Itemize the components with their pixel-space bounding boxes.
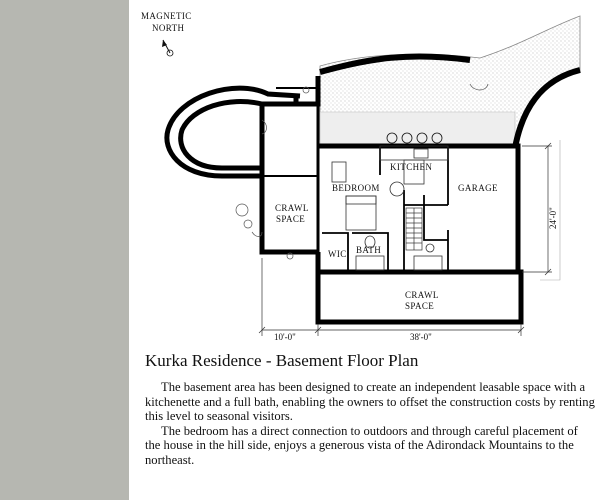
room-label-garage: GARAGE xyxy=(458,183,498,193)
room-label-crawl-bottom-2: SPACE xyxy=(405,301,434,311)
room-label-crawl-left-2: SPACE xyxy=(276,214,305,224)
sidebar-panel xyxy=(0,0,129,500)
room-label-bedroom: BEDROOM xyxy=(332,183,380,193)
compass-arrow-icon xyxy=(162,39,174,57)
compass-label-1: MAGNETIC xyxy=(141,11,192,21)
interior-walls xyxy=(322,146,449,272)
terrain-contour xyxy=(540,140,561,281)
dimension-lines xyxy=(258,142,552,336)
crawl-space-left-walls xyxy=(259,76,321,255)
room-label-crawl-bottom-1: CRAWL xyxy=(405,290,439,300)
bed-furniture xyxy=(331,161,377,231)
description: The basement area has been designed to c… xyxy=(145,380,595,468)
curved-wall xyxy=(164,85,301,179)
description-paragraph: The bedroom has a direct connection to o… xyxy=(145,423,578,467)
dimension-main: 38'-0" xyxy=(410,332,432,342)
kitchen-fixtures xyxy=(379,132,449,197)
dimension-left: 10'-0" xyxy=(274,332,296,342)
room-label-wic: WIC xyxy=(328,249,347,259)
page-title: Kurka Residence - Basement Floor Plan xyxy=(145,351,419,370)
stairs xyxy=(405,207,423,251)
room-label-kitchen: KITCHEN xyxy=(390,162,432,172)
exterior-features xyxy=(235,83,489,260)
dimension-height: 24'-0" xyxy=(548,207,558,229)
compass-label-2: NORTH xyxy=(152,23,185,33)
bath-fixtures xyxy=(355,235,443,271)
retaining-wall xyxy=(319,53,581,149)
floor-plan: MAGNETIC NORTH xyxy=(141,11,581,342)
room-label-crawl-left-1: CRAWL xyxy=(275,203,309,213)
description-paragraph: The basement area has been designed to c… xyxy=(145,380,595,424)
room-label-bath: BATH xyxy=(356,245,381,255)
